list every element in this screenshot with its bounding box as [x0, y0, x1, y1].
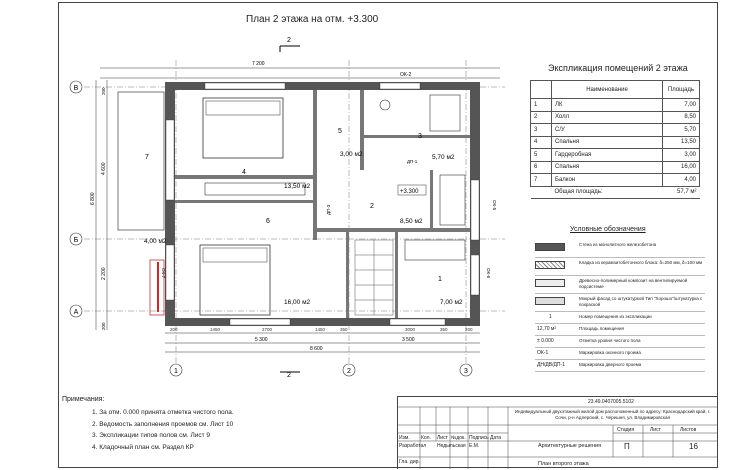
dim-bottom-part: 3000 [405, 327, 416, 332]
legend-item: 1 Номер помещения из экспликации [535, 312, 705, 324]
legend-item: Стена из монолитного железобетона [535, 240, 705, 258]
stamp-code: 23.49.0407005.5102 [588, 399, 634, 405]
stamp-developed-mark: Е.М. [469, 443, 480, 449]
legend-title: Условные обозначения [570, 226, 646, 233]
drawing-sheet [58, 2, 718, 468]
title-block: 23.49.0407005.5102 Индивидуальный двухэт… [397, 396, 718, 469]
room-number: 1 [438, 276, 442, 283]
dim-bottom-left: 5 300 [255, 337, 268, 343]
note-item: 2. Ведомость заполнения проемов см. Лист… [92, 420, 234, 428]
stamp-hdr: Кол. [421, 435, 431, 441]
stamp-developed-label: Разработал [399, 443, 427, 449]
stamp-chief-label: Гла. дир. [399, 459, 420, 465]
window-label-ok2: ОК-2 [400, 72, 411, 78]
stamp-sheets-label: Листов [680, 427, 697, 433]
explication-title: Экспликация помещений 2 этажа [548, 63, 688, 73]
stamp-sheets: 16 [689, 442, 698, 451]
room-area: 5,70 м2 [432, 154, 455, 161]
axis-label-a: А [74, 309, 79, 316]
dim-bottom-total: 8 600 [310, 346, 323, 352]
note-item: 1. За отм. 0.000 принята отметка чистого… [92, 409, 234, 416]
dim-bottom-part: 1450 [315, 327, 326, 332]
room-number: 5 [338, 128, 342, 135]
section-mark-bottom: 2 [287, 372, 291, 379]
axis-label-1: 1 [174, 368, 178, 375]
legend-item: Мокрый фасад со штукатуркой Тип "Хорошо"… [535, 294, 705, 312]
dim-bottom-part: 350 [440, 327, 448, 332]
room-number: 2 [370, 203, 374, 210]
axis-label-2: 2 [347, 368, 351, 375]
section-mark-top: 2 [287, 37, 291, 44]
axis-label-b: Б [74, 237, 79, 244]
explication-header-area: Площадь [662, 80, 700, 99]
stamp-hdr: Дата [490, 435, 502, 441]
legend-item: 12,70 м² Площадь помещения [535, 324, 705, 336]
dim-top-total: 7 200 [252, 61, 265, 67]
room-area: 7,00 м2 [440, 299, 463, 306]
window-label-ok6: ОК-6 [486, 268, 491, 279]
stamp-sheet-name: План второго этажа [538, 461, 589, 467]
legend: Стена из монолитного железобетона Кладка… [535, 240, 705, 372]
explication-header-name: Наименование [551, 80, 663, 99]
axis-label-3: 3 [464, 368, 468, 375]
legend-item: ± 0.000 Отметка уровня чистого пола [535, 336, 705, 348]
table-total-row: Общая площадь:57,7 м² [530, 185, 700, 199]
room-number: 4 [242, 169, 246, 176]
note-item: 3. Экспликации типов полов см. Лист 9 [92, 432, 211, 439]
dim-left-b: 4 600 [101, 162, 107, 175]
stamp-sheet-label: Лист [650, 427, 661, 433]
window-label-ok7: ОК-7 [161, 268, 166, 279]
room-number: 7 [145, 154, 149, 161]
door-label-dp1: ДП-1 [407, 159, 418, 164]
legend-item: ДН/ДВ/ДП-1 Маркировка дверного проема [535, 360, 705, 372]
stamp-stage-label: Стадия [617, 427, 635, 433]
dim-bottom-right: 3 500 [402, 337, 415, 343]
stamp-hdr: №док. [451, 435, 466, 441]
stamp-hdr: Лист [437, 435, 448, 441]
page-title: План 2 этажа на отм. +3.300 [246, 14, 379, 25]
stamp-section: Архитектурные решения [538, 443, 602, 449]
legend-item: ОК-1 Маркировка оконного проема [535, 348, 705, 360]
door-label-dp3: ДП-3 [326, 204, 331, 215]
dim-bottom-part: 2700 [262, 327, 273, 332]
legend-item: Кладка из керамзитобетонного блока: δ=25… [535, 258, 705, 276]
dim-left-a: 2 200 [101, 267, 107, 280]
dim-left-bottom: 200 [101, 322, 106, 330]
dim-left-total: 6 800 [90, 192, 96, 205]
dim-bottom-part: 200 [465, 327, 473, 332]
axis-label-v: В [74, 85, 79, 92]
note-item: 4. Кладочный план см. Раздел КР [92, 443, 194, 451]
dim-bottom-part: 350 [340, 327, 348, 332]
stamp-stage: П [624, 442, 630, 451]
notes: 1. За отм. 0.000 принята отметка чистого… [92, 407, 234, 453]
stamp-hdr: Изм. [399, 435, 410, 441]
room-area: 13,50 м2 [284, 183, 311, 190]
stamp-project: Индивидуальный двухэтажный жилой дом рас… [514, 409, 711, 420]
notes-title: Примечания: [62, 396, 105, 403]
level-mark: +3.300 [400, 189, 419, 195]
room-number: 6 [266, 218, 270, 225]
room-area: 4,00 м2 [144, 238, 167, 245]
room-area: 8,50 м2 [400, 218, 423, 225]
stamp-developed-by: Недыльская [437, 443, 466, 449]
stamp-hdr: Подпись [469, 435, 489, 441]
room-number: 3 [418, 133, 422, 140]
dim-left-top: 200 [101, 87, 106, 95]
dim-bottom-part: 1450 [210, 327, 221, 332]
legend-item: Древесно-полимерный композит на вентилир… [535, 276, 705, 294]
window-label-ok5: ОК-5 [492, 200, 497, 211]
dim-bottom-part: 200 [170, 327, 178, 332]
room-area: 16,00 м2 [284, 299, 311, 306]
room-area: 3,00 м2 [340, 151, 363, 158]
